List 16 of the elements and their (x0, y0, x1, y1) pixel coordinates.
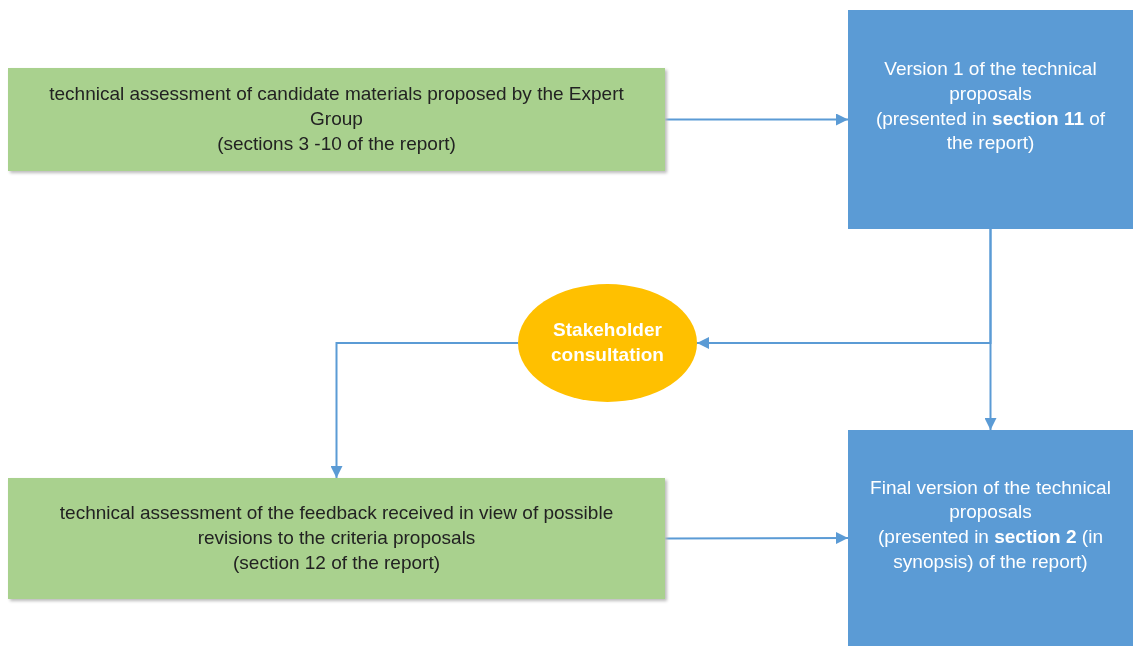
consultation-ellipse (518, 284, 697, 402)
process-box (848, 430, 1133, 646)
process-box (8, 68, 665, 171)
arrow (664, 532, 849, 545)
box-note: (sections 3 -10 of the report) (217, 131, 456, 156)
process-box (8, 478, 665, 599)
box-title: Stakeholder consultation (550, 318, 665, 367)
box-title: technical assessment of candidate materials proposed by the Expert Group (48, 82, 625, 132)
arrow (330, 342, 519, 479)
arrow (696, 228, 992, 349)
arrow (664, 113, 849, 126)
box-title: technical assessment of the feedback received in view of possible revisions to the criteria proposals (58, 501, 615, 551)
box-note: (presented in section 2 (in synopsis) of the report) (877, 525, 1104, 574)
process-box (848, 10, 1133, 229)
box-note: (section 12 of the report) (233, 550, 440, 575)
box-note: (presented in section 11 of the report) (874, 106, 1107, 156)
